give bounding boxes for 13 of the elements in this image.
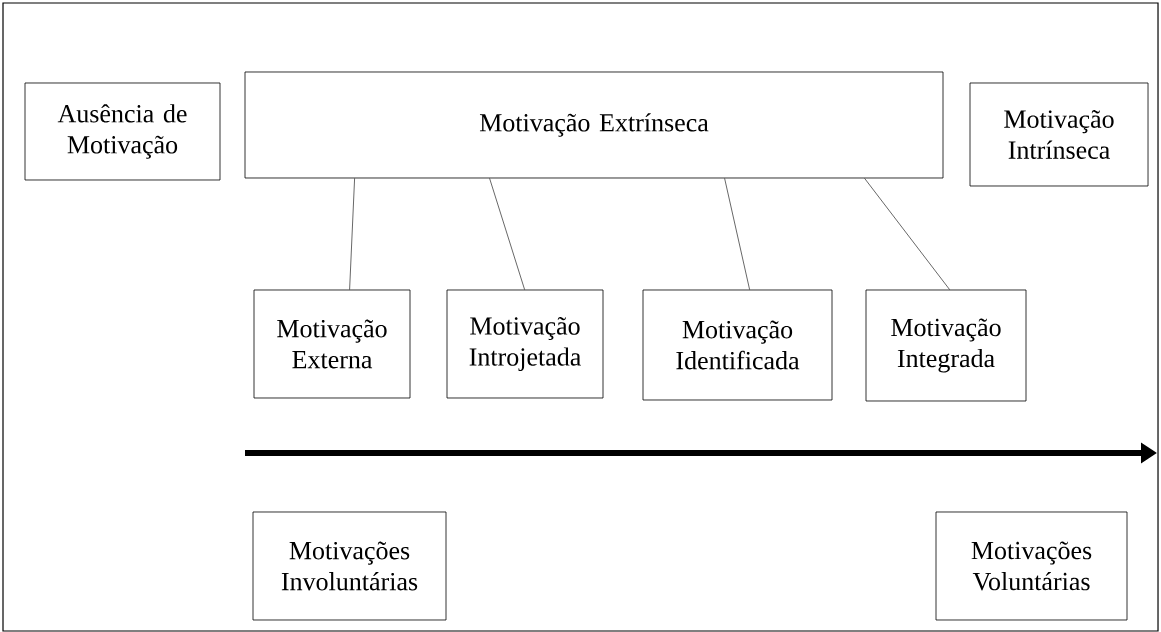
connector-line [864, 178, 950, 290]
text-box: Ausência de Motivação [24, 82, 221, 181]
text-box: Motivação Intrínseca [969, 82, 1149, 187]
connector-line [724, 178, 750, 290]
text-box: Motivação Introjetada [446, 289, 604, 399]
text-box: Motivações Involuntárias [252, 511, 447, 621]
text-box: Motivações Voluntárias [935, 511, 1128, 621]
text-box: Motivação Externa [253, 289, 411, 399]
text-box: Motivação Identificada [642, 289, 833, 401]
text-box: Motivação Extrínseca [244, 71, 944, 179]
connector-line [489, 178, 525, 290]
text-box: Motivação Integrada [865, 289, 1027, 402]
connector-line [349, 178, 355, 290]
